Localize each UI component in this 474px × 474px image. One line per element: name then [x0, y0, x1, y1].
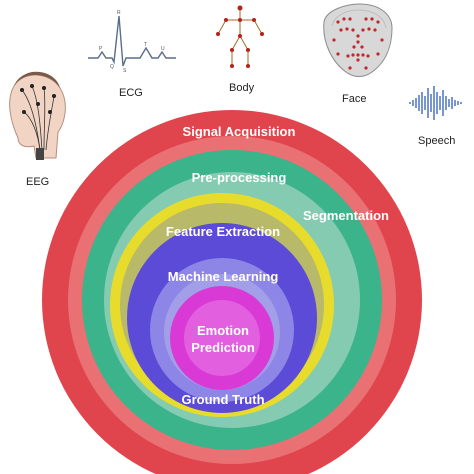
- label-machine-learning: Machine Learning: [168, 269, 279, 284]
- label-ecg: ECG: [119, 87, 143, 99]
- ecg-label-u: U: [161, 46, 165, 52]
- label-feature-extraction: Feature Extraction: [166, 224, 280, 239]
- ecg-label-s: S: [123, 68, 127, 74]
- ecg-label-r: R: [117, 10, 121, 16]
- speech-waveform-icon: [409, 86, 462, 120]
- ecg-trace-icon: P R Q S T U: [88, 10, 176, 74]
- label-face: Face: [342, 93, 367, 105]
- label-body: Body: [229, 82, 255, 94]
- label-segmentation: Segmentation: [303, 208, 389, 223]
- label-signal-acquisition: Signal Acquisition: [183, 124, 296, 139]
- label-eeg: EEG: [26, 176, 50, 188]
- label-speech: Speech: [418, 135, 456, 147]
- label-ground-truth: Ground Truth: [181, 392, 264, 407]
- ecg-label-p: P: [99, 46, 103, 52]
- ecg-label-q: Q: [110, 64, 114, 70]
- ecg-label-t: T: [144, 42, 147, 48]
- body-joints-icon: [216, 5, 264, 68]
- face-landmarks-icon: [323, 3, 393, 77]
- label-pre-processing: Pre-processing: [192, 170, 287, 185]
- eeg-head-icon: [9, 71, 66, 160]
- core-emotion-prediction-inner: [184, 300, 260, 376]
- label-emotion-prediction-line2: Prediction: [191, 340, 255, 355]
- body-skeleton-icon: [217, 8, 263, 66]
- label-emotion-prediction-line1: Emotion: [197, 323, 249, 338]
